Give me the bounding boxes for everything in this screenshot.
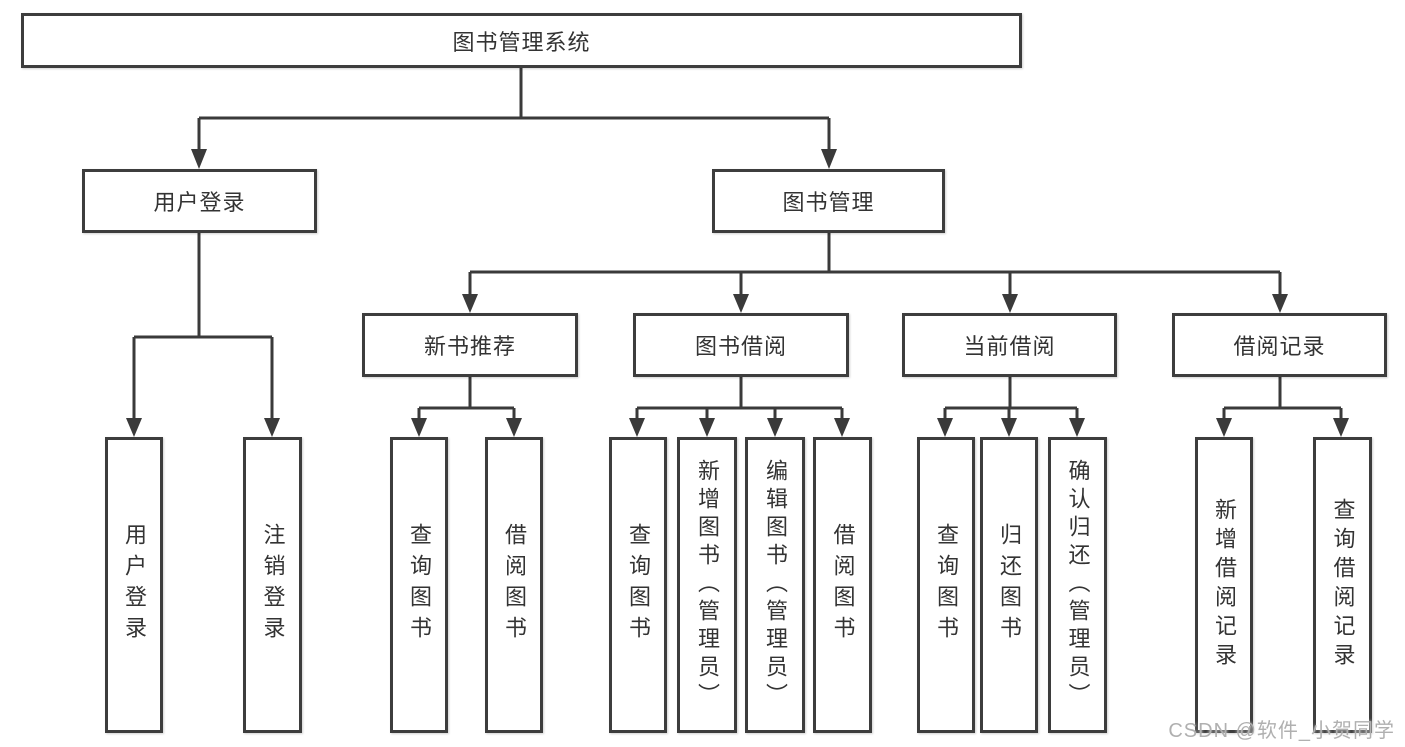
arrow-down-icon	[937, 418, 953, 437]
arrow-down-icon	[506, 418, 522, 437]
leaf-borrow-books: 借阅图书	[813, 437, 872, 733]
arrow-down-icon	[733, 294, 749, 313]
leaf-query-books: 查询图书	[917, 437, 975, 733]
leaf-label: 用户登录	[122, 523, 147, 647]
node-book-management: 图书管理	[712, 169, 945, 233]
arrow-down-icon	[1069, 418, 1085, 437]
arrow-down-icon	[462, 294, 478, 313]
arrow-down-icon	[1002, 294, 1018, 313]
arrow-down-icon	[191, 149, 207, 169]
leaf-user-login: 用户登录	[105, 437, 163, 733]
leaf-edit-book-admin: 编辑图书（管理员）	[745, 437, 805, 733]
leaf-label: 借阅图书	[502, 523, 527, 647]
connector-paths	[132, 68, 1343, 421]
arrow-down-icon	[629, 418, 645, 437]
arrow-down-icon	[699, 418, 715, 437]
leaf-confirm-return-admin: 确认归还（管理员）	[1048, 437, 1107, 733]
arrow-down-icon	[1001, 418, 1017, 437]
node-current-borrow: 当前借阅	[902, 313, 1117, 377]
csdn-watermark: CSDN @软件_小贺同学	[1168, 720, 1395, 742]
leaf-query-books: 查询图书	[609, 437, 667, 733]
leaf-query-borrow-record: 查询借阅记录	[1313, 437, 1372, 733]
node-label: 图书借阅	[694, 334, 787, 359]
node-label: 图书管理系统	[452, 29, 591, 55]
leaf-borrow-books: 借阅图书	[485, 437, 543, 733]
node-new-book-recommend: 新书推荐	[362, 313, 578, 377]
arrow-down-icon	[411, 418, 427, 437]
node-label: 图书管理	[782, 190, 875, 215]
leaf-add-book-admin: 新增图书（管理员）	[677, 437, 737, 733]
node-label: 用户登录	[153, 190, 246, 215]
node-label: 当前借阅	[963, 334, 1056, 359]
node-book-borrow: 图书借阅	[633, 313, 849, 377]
leaf-label: 归还图书	[997, 523, 1022, 647]
leaf-label: 查询图书	[934, 523, 959, 647]
node-user-login: 用户登录	[82, 169, 317, 233]
arrow-down-icon	[767, 418, 783, 437]
leaf-query-books: 查询图书	[390, 437, 448, 733]
leaf-label: 确认归还（管理员）	[1065, 459, 1091, 711]
arrow-down-icon	[821, 149, 837, 169]
arrow-down-icon	[126, 418, 142, 437]
leaf-label: 编辑图书（管理员）	[763, 459, 788, 711]
leaf-label: 借阅图书	[830, 523, 856, 647]
node-borrow-records: 借阅记录	[1172, 313, 1387, 377]
arrow-down-icon	[834, 418, 850, 437]
leaf-label: 新增图书（管理员）	[695, 459, 720, 711]
node-label: 新书推荐	[423, 334, 516, 359]
leaf-label: 注销登录	[260, 523, 286, 647]
leaf-label: 查询图书	[626, 523, 651, 647]
arrowheads	[126, 149, 1349, 437]
arrow-down-icon	[264, 418, 280, 437]
leaf-add-borrow-record: 新增借阅记录	[1195, 437, 1253, 733]
leaf-label: 查询图书	[407, 523, 432, 647]
leaf-label: 查询借阅记录	[1330, 498, 1356, 672]
arrow-down-icon	[1333, 418, 1349, 437]
arrow-down-icon	[1216, 418, 1232, 437]
arrow-down-icon	[1272, 294, 1288, 313]
leaf-logout-login: 注销登录	[243, 437, 302, 733]
node-library-management-system: 图书管理系统	[21, 13, 1022, 68]
leaf-return-books: 归还图书	[980, 437, 1038, 733]
node-label: 借阅记录	[1233, 334, 1326, 359]
leaf-label: 新增借阅记录	[1212, 498, 1237, 672]
